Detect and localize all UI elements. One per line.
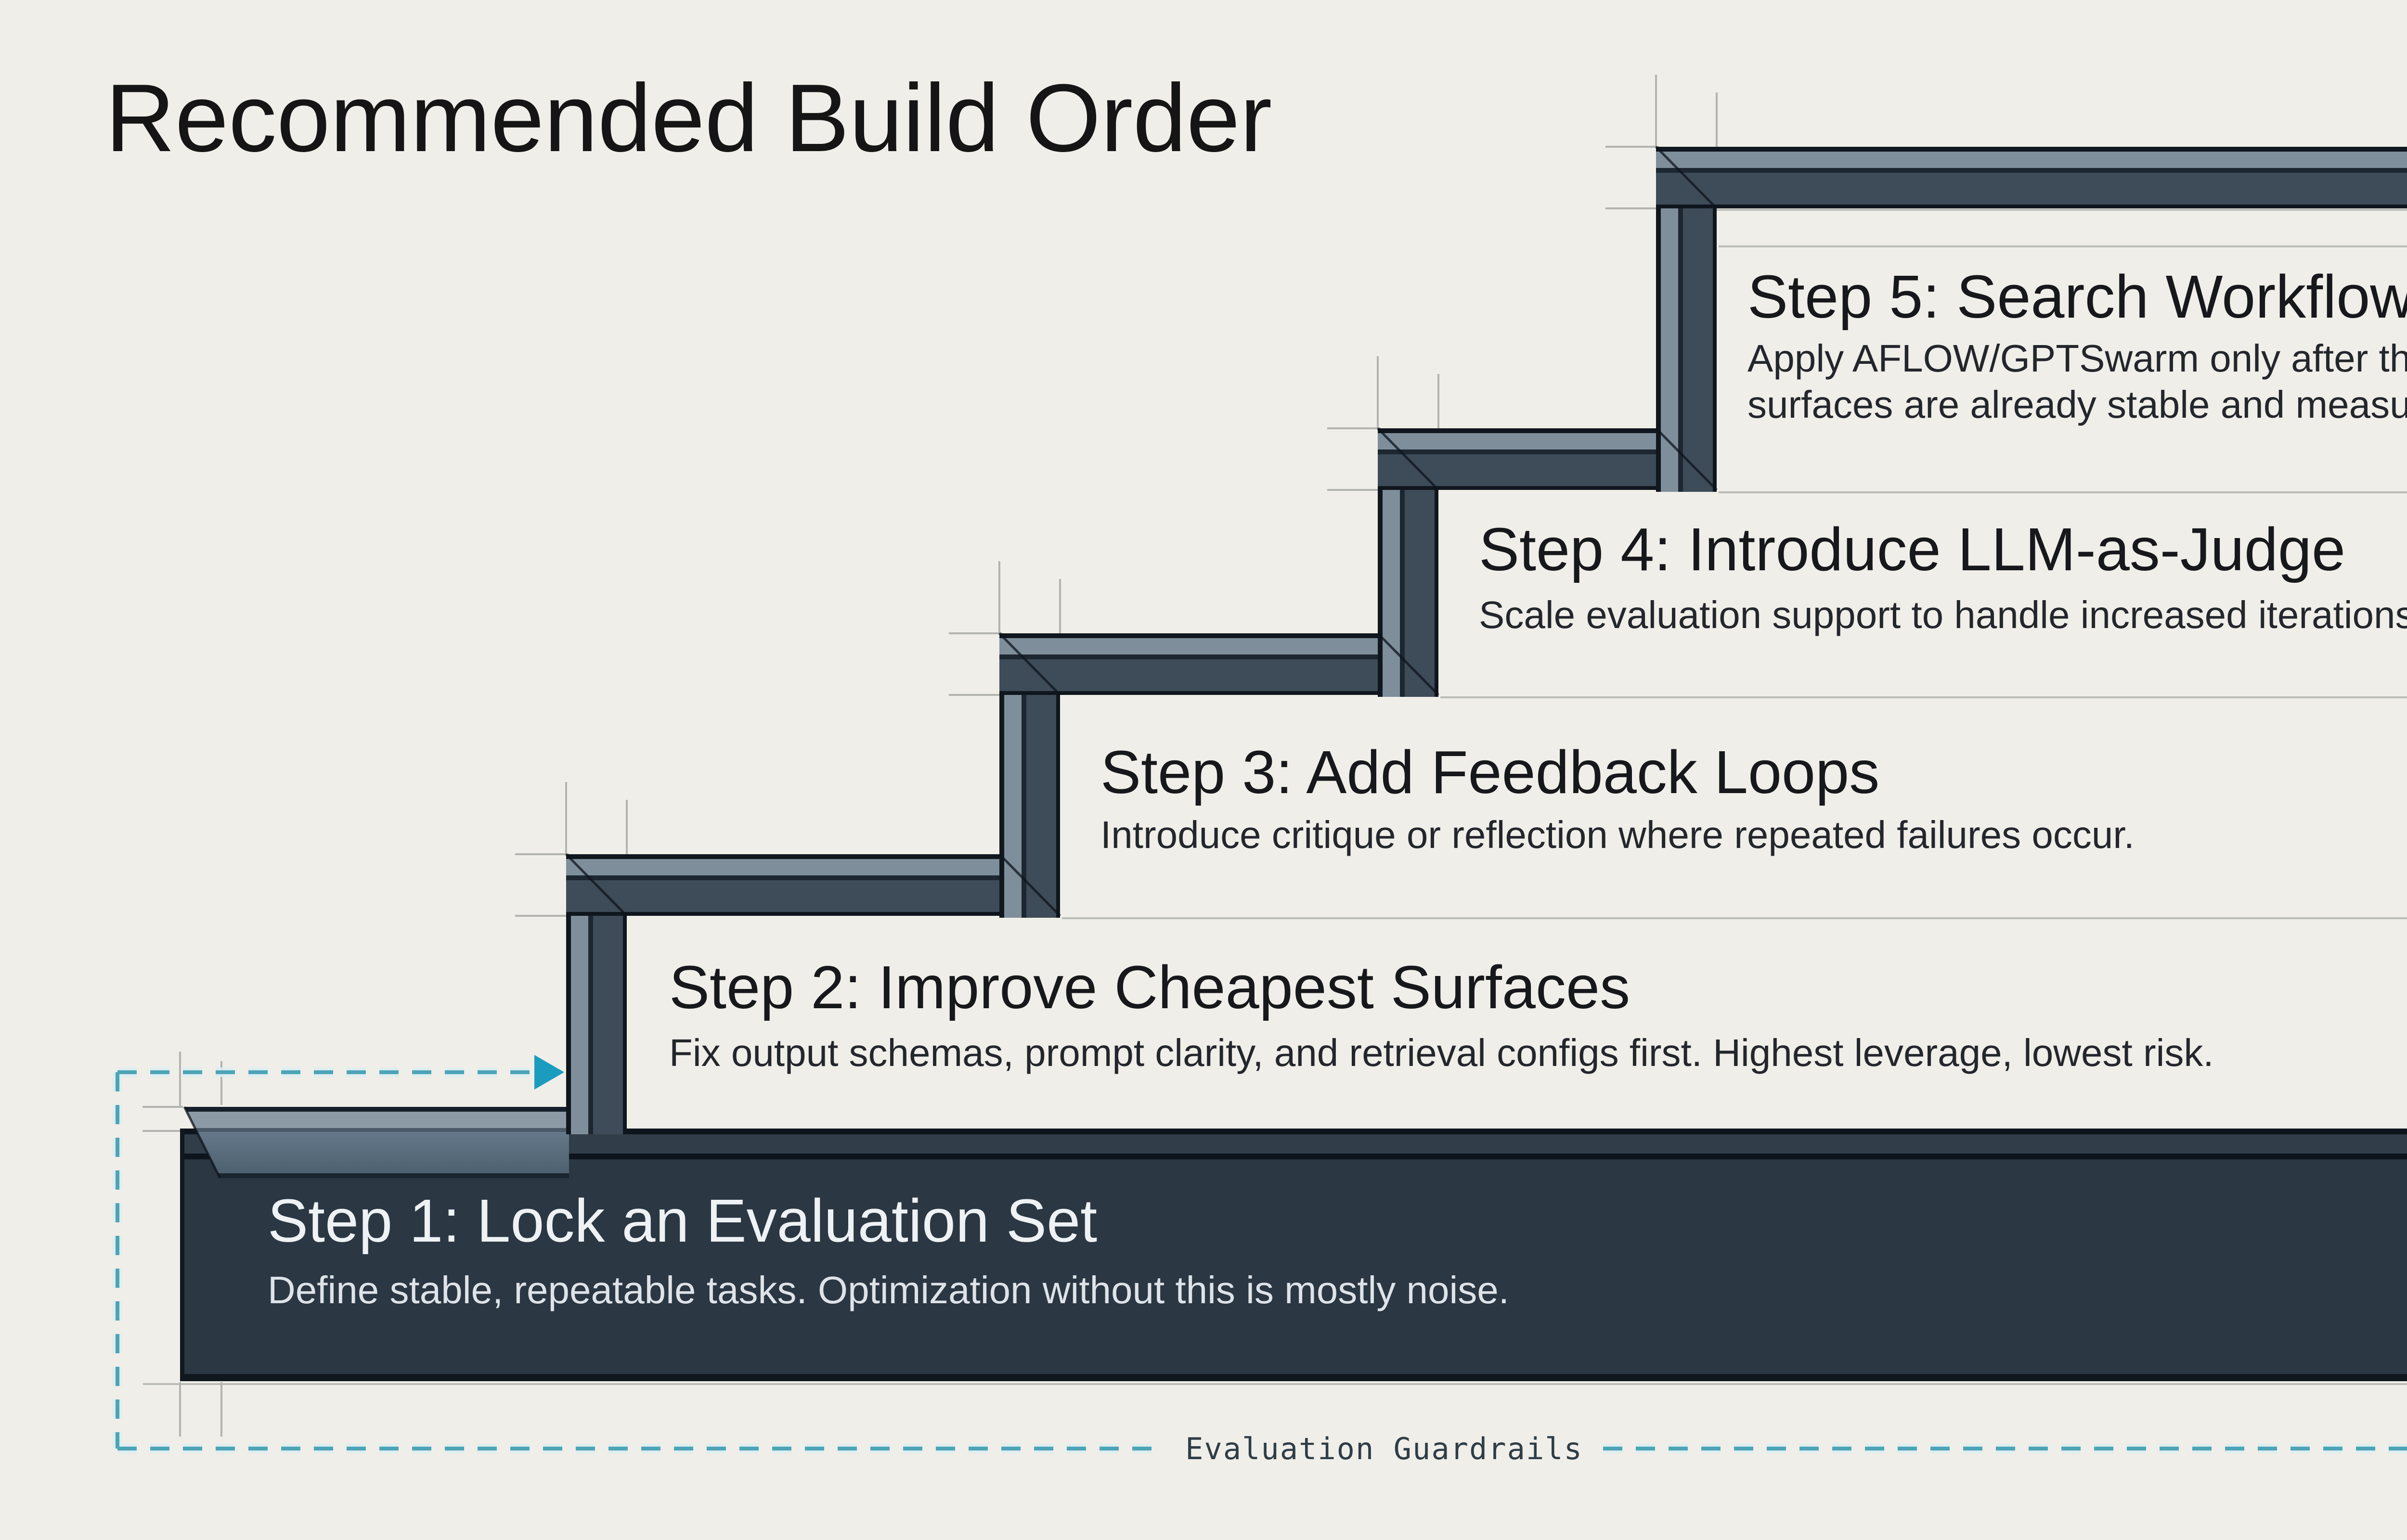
guardrail-dashed-border — [113, 1055, 2407, 1453]
step-3-title: Step 3: Add Feedback Loops — [1100, 738, 1879, 806]
step-1-title: Step 1: Lock an Evaluation Set — [268, 1187, 1097, 1255]
staircase-shape — [180, 146, 2407, 1381]
page-title: Recommended Build Order — [105, 64, 1272, 172]
section-divider-lines — [143, 209, 2407, 1385]
step-4-desc: Scale evaluation support to handle incre… — [1479, 593, 2407, 636]
step-2-label: Step 2: Improve Cheapest Surfaces Fix ou… — [669, 953, 2214, 1074]
step-5-desc-line2: surfaces are already stable and measured… — [1747, 383, 2407, 426]
step-1-label: Step 1: Lock an Evaluation Set Define st… — [268, 1187, 1509, 1311]
step-1-desc: Define stable, repeatable tasks. Optimiz… — [268, 1269, 1509, 1311]
step-2-desc: Fix output schemas, prompt clarity, and … — [669, 1031, 2214, 1074]
step-5-desc-line1: Apply AFLOW/GPTSwarm only after the simp… — [1747, 337, 2407, 380]
bevel-miter — [183, 1106, 221, 1179]
guardrail-arrow-icon — [534, 1055, 564, 1090]
step-3-label: Step 3: Add Feedback Loops Introduce cri… — [1100, 738, 2135, 856]
guide-lines — [142, 75, 1718, 1437]
corner-miters — [565, 146, 1718, 917]
step1-tread-bevel — [184, 1107, 569, 1178]
step-2-title: Step 2: Improve Cheapest Surfaces — [669, 953, 1630, 1021]
tread-2 — [566, 854, 1060, 916]
step-5-title: Step 5: Search Workflow Topology — [1747, 263, 2407, 331]
step-5-label: Step 5: Search Workflow Topology Apply A… — [1747, 263, 2407, 426]
guardrail-label: Evaluation Guardrails — [1185, 1431, 1583, 1466]
tread-3 — [999, 633, 1438, 695]
step-4-label: Step 4: Introduce LLM-as-Judge Scale eva… — [1479, 515, 2407, 636]
step-4-title: Step 4: Introduce LLM-as-Judge — [1479, 515, 2345, 583]
step-3-desc: Introduce critique or reflection where r… — [1100, 813, 2135, 856]
tread-5 — [1656, 147, 2407, 208]
